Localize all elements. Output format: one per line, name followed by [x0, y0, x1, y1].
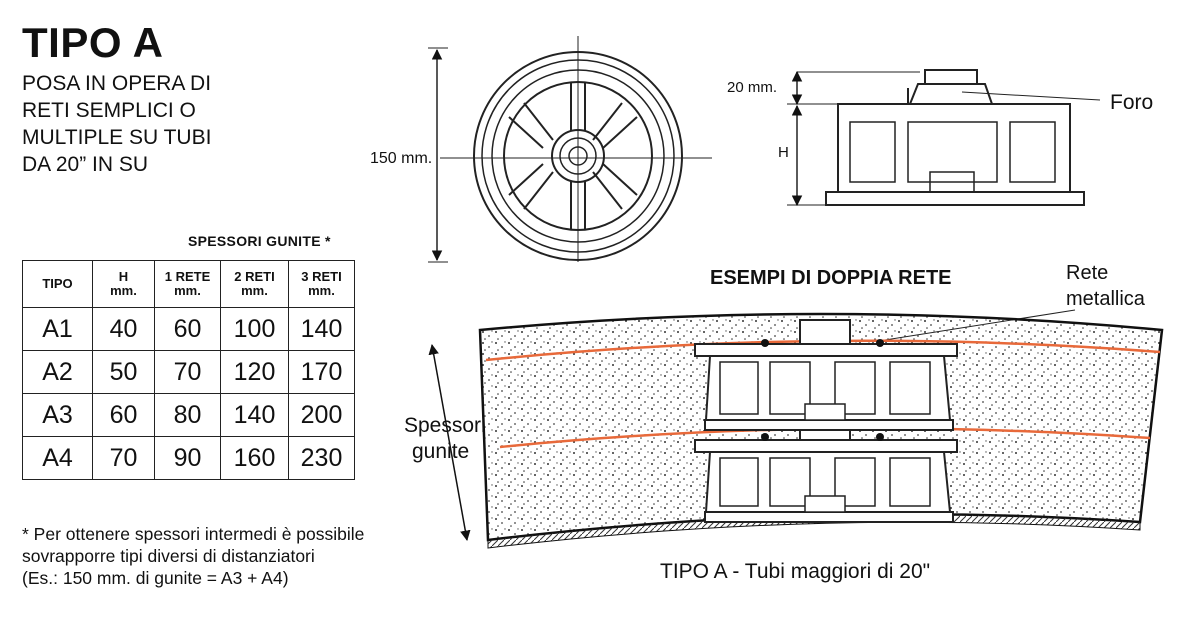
thickness-label-line: Spessori	[404, 414, 486, 437]
top-view	[428, 36, 712, 263]
top-view-dimension: 150 mm.	[370, 150, 432, 167]
section-title: ESEMPI DI DOPPIA RETE	[710, 267, 952, 289]
spacer-lower	[694, 429, 958, 523]
table-cell: 120	[220, 350, 289, 394]
section-caption: TIPO A - Tubi maggiori di 20"	[660, 560, 930, 583]
table-cell: 170	[288, 350, 355, 394]
table-cell: A4	[22, 436, 93, 480]
footnote-line: * Per ottenere spessori intermedi è poss…	[22, 524, 365, 544]
thickness-label: Spessori gunite	[404, 414, 492, 463]
spacer-upper	[694, 319, 958, 431]
table-cell: 140	[220, 393, 289, 437]
table-header-cell: TIPO	[22, 260, 93, 308]
footnote-line: sovrapporre tipi diversi di distanziator…	[22, 546, 315, 566]
table-cell: 70	[154, 350, 221, 394]
thickness-arrow	[428, 343, 471, 542]
footnote-line: (Es.: 150 mm. di gunite = A3 + A4)	[22, 568, 289, 588]
side-top-dimension: 20 mm.	[727, 79, 777, 96]
side-height-label: H	[778, 144, 789, 161]
table-cell: 50	[92, 350, 155, 394]
table-row: A4 70 90 160 230	[22, 436, 355, 480]
table-cell: 200	[288, 393, 355, 437]
table-cell: A3	[22, 393, 93, 437]
side-view	[787, 69, 1101, 207]
subtitle-line: POSA IN OPERA DI	[22, 72, 212, 95]
table-cell: 70	[92, 436, 155, 480]
table-row: A2 50 70 120 170	[22, 350, 355, 394]
mesh-dots	[761, 339, 884, 441]
hole-label: Foro	[1110, 91, 1153, 114]
table-cell: 100	[220, 307, 289, 351]
table-cell: 160	[220, 436, 289, 480]
subtitle-line: RETI SEMPLICI O	[22, 99, 196, 122]
subtitle: POSA IN OPERA DI RETI SEMPLICI O MULTIPL…	[22, 70, 282, 178]
mesh-label-line: Rete	[1066, 262, 1108, 284]
mesh-label: Rete metallica	[1066, 262, 1146, 310]
table-group-header: SPESSORI GUNITE *	[188, 233, 331, 249]
table-cell: 80	[154, 393, 221, 437]
table-row: A1 40 60 100 140	[22, 307, 355, 351]
table-cell: 230	[288, 436, 355, 480]
thickness-label-line: gunite	[412, 440, 469, 463]
page-title: TIPO A	[22, 19, 164, 66]
table-cell: 90	[154, 436, 221, 480]
subtitle-line: DA 20” IN SU	[22, 153, 149, 176]
table-cell: 40	[92, 307, 155, 351]
table-row: A3 60 80 140 200	[22, 393, 355, 437]
subtitle-line: MULTIPLE SU TUBI	[22, 126, 212, 149]
table-cell: 60	[154, 307, 221, 351]
mesh-label-line: metallica	[1066, 288, 1146, 310]
footnote: * Per ottenere spessori intermedi è poss…	[22, 523, 367, 589]
table-cell: 60	[92, 393, 155, 437]
